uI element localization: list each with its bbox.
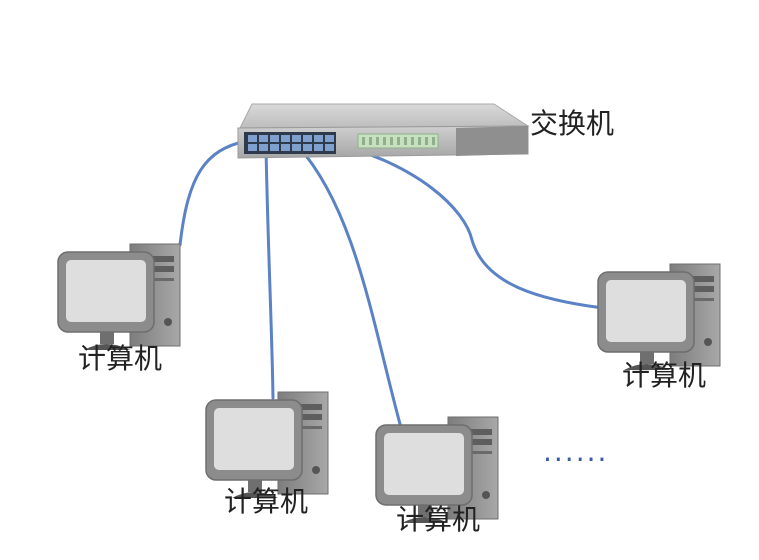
computer-label-center-left: 计算机 <box>224 485 309 518</box>
computer-icon-center-left <box>205 391 329 499</box>
more-computers-ellipsis: ······ <box>543 443 609 476</box>
computer-icon-left <box>57 243 181 351</box>
computer-label-right: 计算机 <box>622 359 707 392</box>
computer-label-center-right: 计算机 <box>396 503 481 536</box>
switch-label: 交换机 <box>530 107 615 140</box>
network-cables <box>178 139 605 426</box>
switch-icon <box>237 103 530 159</box>
cable-left-pc <box>178 139 248 247</box>
cable-center-left-pc <box>264 146 275 400</box>
cable-right-pc <box>328 140 605 310</box>
computer-icon-right <box>597 263 721 371</box>
cable-center-right-pc <box>296 144 402 426</box>
computer-label-left: 计算机 <box>78 342 163 375</box>
